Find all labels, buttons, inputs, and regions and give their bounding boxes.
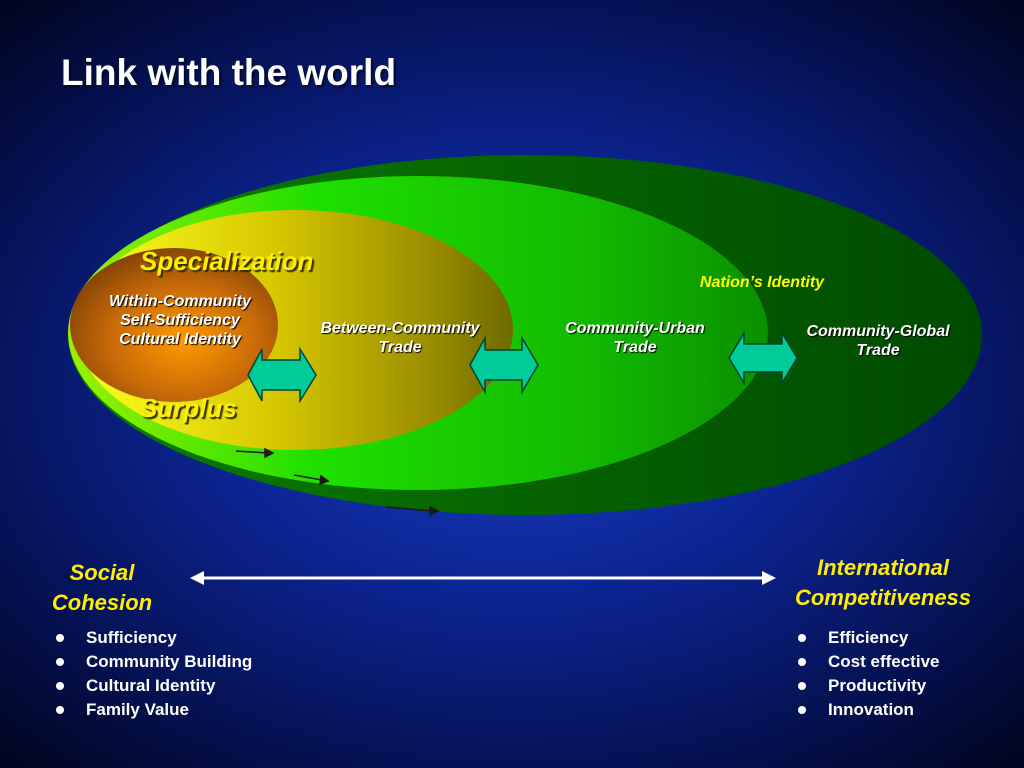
nations-identity-label: Nation’s Identity bbox=[699, 274, 825, 291]
international-competitiveness-label: International Competitiveness bbox=[772, 553, 994, 613]
between-community-line: Between-Community bbox=[320, 320, 480, 337]
bullet-dot-icon bbox=[56, 682, 64, 690]
international-competitiveness-line: Competitiveness bbox=[794, 584, 972, 610]
list-item-text: Community Building bbox=[86, 652, 253, 671]
list-item: Sufficiency bbox=[53, 626, 252, 650]
list-item-text: Family Value bbox=[86, 700, 189, 719]
within-community-label: Within-Community Self-Sufficiency Cultur… bbox=[80, 292, 280, 350]
double-arrow-icon bbox=[728, 330, 798, 386]
social-cohesion-label: Social Cohesion bbox=[30, 558, 174, 618]
list-item-text: Sufficiency bbox=[86, 628, 177, 647]
list-item: Cultural Identity bbox=[53, 674, 252, 698]
list-item-text: Productivity bbox=[828, 676, 927, 695]
list-item: Cost effective bbox=[795, 650, 939, 674]
social-cohesion-line: Social bbox=[69, 560, 135, 585]
bullet-dot-icon bbox=[56, 706, 64, 714]
within-community-line: Self-Sufficiency bbox=[120, 312, 240, 330]
list-item: Family Value bbox=[53, 698, 252, 722]
list-item: Community Building bbox=[53, 650, 252, 674]
core-ellipse-within-community bbox=[70, 248, 278, 402]
slide-title: Link with the world bbox=[61, 52, 397, 93]
bullet-dot-icon bbox=[798, 658, 806, 666]
bullet-dot-icon bbox=[798, 706, 806, 714]
community-urban-line: Community-Urban bbox=[565, 320, 705, 337]
within-community-line: Cultural Identity bbox=[119, 331, 241, 349]
community-urban-line: Trade bbox=[613, 339, 657, 357]
list-item-text: Efficiency bbox=[828, 628, 909, 647]
specialization-label: Specialization bbox=[140, 246, 314, 276]
bullet-dot-icon bbox=[798, 634, 806, 642]
expansion-arrow-icon bbox=[385, 505, 440, 517]
list-item-text: Innovation bbox=[828, 700, 914, 719]
social-cohesion-line: Cohesion bbox=[51, 589, 153, 615]
double-arrow-icon bbox=[247, 346, 317, 404]
between-community-label: Between-Community Trade bbox=[296, 319, 504, 357]
surplus-label: Surplus bbox=[140, 393, 237, 423]
bullet-dot-icon bbox=[798, 682, 806, 690]
list-item: Efficiency bbox=[795, 626, 939, 650]
double-arrow-icon bbox=[469, 335, 539, 395]
between-community-line: Trade bbox=[378, 339, 422, 357]
expansion-arrow-icon bbox=[293, 474, 330, 486]
community-urban-label: Community-Urban Trade bbox=[538, 319, 732, 357]
expansion-arrow-icon bbox=[235, 447, 275, 459]
list-item: Productivity bbox=[795, 674, 939, 698]
competitiveness-bullet-list: Efficiency Cost effective Productivity I… bbox=[795, 626, 939, 722]
list-item: Innovation bbox=[795, 698, 939, 722]
list-item-text: Cost effective bbox=[828, 652, 940, 671]
community-global-line: Community-Global bbox=[806, 323, 950, 340]
spectrum-double-arrow bbox=[190, 571, 776, 585]
international-competitiveness-line: International bbox=[816, 555, 949, 580]
social-cohesion-bullet-list: Sufficiency Community Building Cultural … bbox=[53, 626, 252, 722]
community-global-line: Trade bbox=[856, 342, 900, 360]
bullet-dot-icon bbox=[56, 658, 64, 666]
within-community-line: Within-Community bbox=[108, 293, 252, 310]
bullet-dot-icon bbox=[56, 634, 64, 642]
community-global-label: Community-Global Trade bbox=[782, 322, 974, 360]
list-item-text: Cultural Identity bbox=[86, 676, 216, 695]
